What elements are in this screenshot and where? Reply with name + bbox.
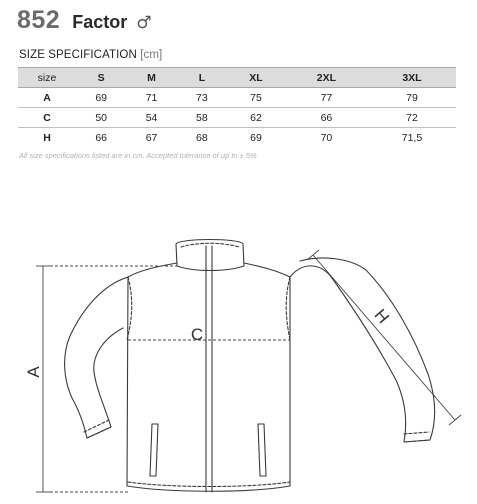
table-cell: 71	[126, 87, 177, 108]
table-cell: 68	[196, 131, 208, 144]
table-cell: 58	[176, 107, 228, 128]
left-sleeve	[64, 276, 129, 439]
table-cell: 66	[95, 131, 108, 144]
jacket-collar	[175, 239, 245, 271]
table-cell: 71,5	[401, 131, 423, 144]
right-pocket	[257, 423, 267, 477]
header-cell: 3XL	[367, 67, 456, 88]
row-label: C	[18, 107, 76, 128]
table-cell: 69	[250, 131, 262, 144]
row-label: A	[18, 87, 76, 108]
table-cell: 77	[284, 87, 368, 108]
dimension-label-h: H	[370, 306, 392, 328]
right-cuff	[403, 431, 431, 443]
dimension-label-c: C	[191, 325, 203, 344]
table-cell: 50	[76, 107, 127, 128]
table-cell: 70	[320, 131, 333, 144]
table-cell: 54	[126, 107, 177, 128]
product-name: Factor	[72, 12, 128, 32]
table-cell: 75	[227, 87, 285, 108]
table-cell: 67	[145, 131, 158, 144]
right-sleeve	[289, 257, 436, 443]
header-cell: size	[18, 67, 76, 88]
left-armhole-seam	[126, 276, 133, 341]
hem-stitch	[127, 481, 291, 488]
size-spec-unit: [cm]	[140, 49, 163, 61]
table-cell: 72	[367, 107, 456, 128]
table-cell: 73	[176, 87, 228, 108]
table-cell: 62	[227, 107, 285, 128]
collar-stitch	[180, 242, 240, 248]
size-spec-title: SIZE SPECIFICATION [cm]	[19, 49, 162, 61]
male-gender-icon: ♂	[136, 13, 152, 33]
table-cell: 69	[76, 87, 127, 108]
table-row: H 66 67 68 69 70 71,5	[18, 128, 456, 148]
product-header: 852 Factor ♂	[17, 6, 151, 38]
right-armhole-seam	[285, 276, 291, 341]
table-cell: 66	[284, 107, 368, 128]
table-row: A 69 71 73 75 77 79	[18, 87, 456, 108]
header-cell: L	[176, 67, 228, 88]
table-cell: 79	[367, 87, 456, 108]
left-pocket	[149, 423, 159, 477]
row-label: H	[43, 131, 51, 144]
size-table: size S M L XL 2XL 3XL A 69 71 73 75 77 7…	[18, 67, 456, 147]
header-cell: 2XL	[284, 67, 368, 88]
header-cell: XL	[227, 67, 285, 88]
dimension-label-a: A	[24, 366, 43, 378]
tolerance-note: All size specifications listed are in cm…	[19, 151, 257, 160]
header-cell: M	[126, 67, 177, 88]
jacket-body	[126, 262, 291, 492]
left-cuff	[83, 419, 112, 439]
jacket-zipper	[205, 245, 213, 493]
product-code: 852	[17, 6, 61, 34]
size-spec-heading: SIZE SPECIFICATION	[19, 49, 137, 61]
size-table-header: size S M L XL 2XL 3XL	[18, 67, 456, 88]
header-cell: S	[76, 67, 127, 88]
table-row: C 50 54 58 62 66 72	[18, 107, 456, 128]
